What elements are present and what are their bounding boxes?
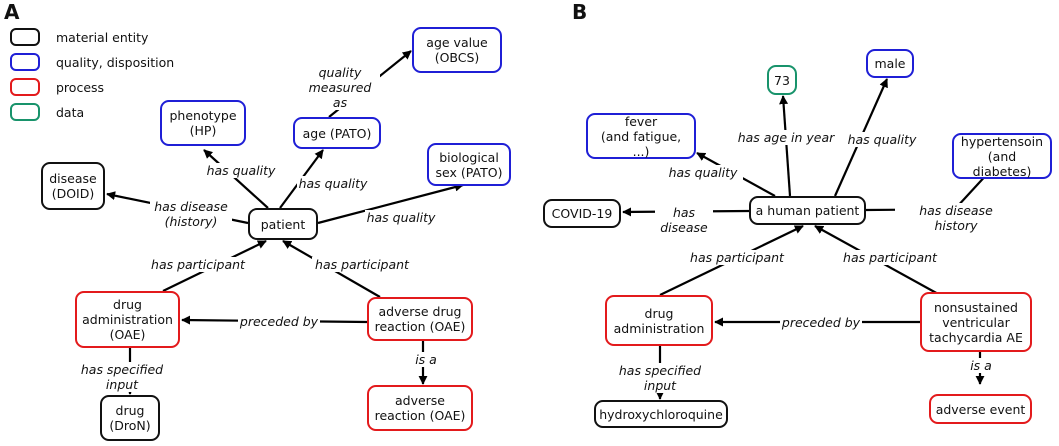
node-male: male: [866, 49, 914, 78]
edge-label-a-has-quality-sex: has quality: [365, 210, 437, 225]
legend-swatch-quality: [10, 53, 40, 71]
edge-label-b-has-disease-history: has disease history: [895, 203, 1017, 233]
legend-swatch-process: [10, 78, 40, 96]
node-drug-administration-b: drug administration: [605, 295, 713, 346]
edge-label-b-has-participant-left: has participant: [687, 250, 787, 265]
edge-label-a-has-participant-right: has participant: [312, 257, 412, 272]
node-age: age (PATO): [293, 117, 381, 149]
node-biological-sex: biological sex (PATO): [427, 143, 511, 186]
legend-label-process: process: [56, 80, 105, 95]
edge-label-a-has-quality-age: has quality: [297, 176, 369, 191]
edge-label-a-is-a: is a: [414, 352, 438, 367]
edge-label-b-has-specified-input: has specified input: [600, 363, 720, 393]
node-age-value: age value (OBCS): [412, 27, 502, 73]
node-hydroxychloroquine: hydroxychloroquine: [594, 400, 728, 428]
node-drug-administration-a: drug administration (OAE): [75, 291, 180, 348]
edge-label-a-preceded-by: preceded by: [238, 314, 320, 329]
edge-label-b-has-disease: has disease: [655, 205, 713, 235]
node-adverse-drug-reaction: adverse drug reaction (OAE): [367, 297, 473, 341]
edge-label-b-has-age-in-year: has age in year: [733, 130, 839, 145]
legend-label-quality: quality, disposition: [56, 55, 175, 70]
edge-b-has-age-in-year: [779, 95, 792, 197]
node-hypertension: hypertensoin (and diabetes): [952, 133, 1052, 179]
legend-label-material-entity: material entity: [56, 30, 149, 45]
panel-label-a: A: [4, 0, 20, 24]
edge-label-b-has-quality-male: has quality: [842, 132, 922, 147]
legend-label-data: data: [56, 105, 85, 120]
edge-label-b-has-participant-right: has participant: [840, 250, 940, 265]
node-nsvt: nonsustained ventricular tachycardia AE: [920, 292, 1032, 352]
legend-swatch-data: [10, 103, 40, 121]
node-drug: drug (DroN): [100, 395, 160, 441]
edge-label-b-preceded-by: preceded by: [780, 315, 862, 330]
legend-swatch-material-entity: [10, 28, 40, 46]
node-phenotype: phenotype (HP): [160, 100, 246, 146]
node-patient: patient: [248, 208, 318, 240]
edge-label-b-has-quality-fever: has quality: [663, 165, 743, 180]
edge-a-has-quality-sex: [317, 182, 464, 225]
node-covid-19: COVID-19: [543, 199, 621, 228]
edge-label-a-has-specified-input: has specified input: [62, 362, 182, 392]
panel-label-b: B: [572, 0, 588, 24]
edge-label-a-has-disease-history: has disease (history): [150, 199, 232, 229]
node-fever: fever (and fatigue, ...): [586, 113, 696, 159]
node-age-73: 73: [767, 65, 797, 95]
node-adverse-reaction: adverse reaction (OAE): [367, 385, 473, 431]
edge-label-a-has-participant-left: has participant: [148, 257, 248, 272]
edge-label-quality-measured-as: quality measured as: [300, 65, 380, 110]
edge-label-b-is-a: is a: [967, 358, 995, 373]
edge-label-a-has-quality-phenotype: has quality: [205, 163, 277, 178]
node-disease: disease (DOID): [41, 162, 105, 210]
node-human-patient: a human patient: [749, 196, 866, 225]
node-adverse-event: adverse event: [929, 394, 1032, 424]
edge-a-has-quality-phenotype: [203, 149, 269, 209]
